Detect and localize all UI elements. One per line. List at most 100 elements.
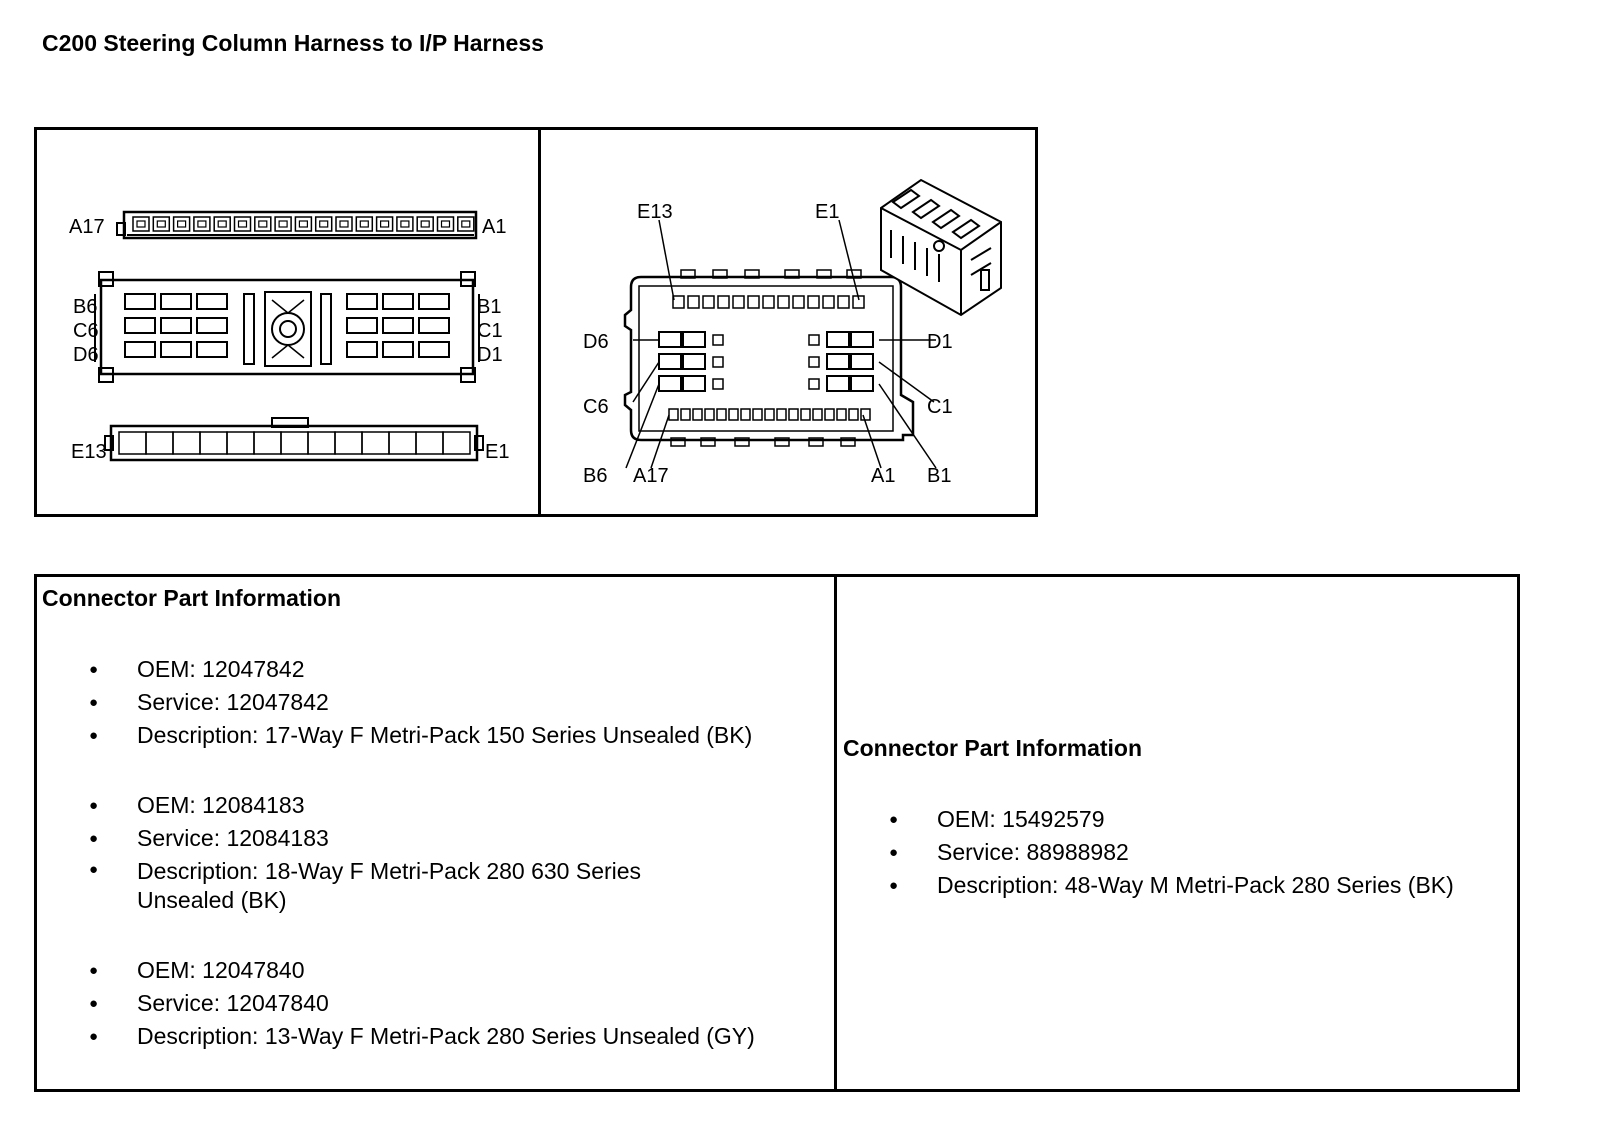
pin-cavity: [824, 408, 835, 421]
pin-cavity: [668, 408, 679, 421]
pin-cavity: [152, 216, 171, 232]
pin-cavity: [132, 216, 150, 232]
label-d1: D1: [927, 331, 953, 353]
label-e1: E1: [485, 441, 509, 463]
label-b6: B6: [583, 465, 607, 487]
pin-cavity: [416, 216, 434, 232]
pin-terminal: [278, 220, 288, 228]
pin-cavity: [160, 317, 192, 334]
label-a1: A1: [482, 216, 506, 238]
pin-cavity: [233, 216, 252, 232]
pin-cavity: [196, 341, 228, 358]
terminal-cell: [415, 431, 444, 455]
pin-cavity: [658, 331, 682, 348]
right-info-heading: Connector Part Information: [843, 735, 1143, 761]
pin-terminal: [237, 220, 248, 228]
pin-terminal: [440, 220, 451, 228]
pin-cavity: [792, 295, 805, 309]
terminal-cell: [280, 431, 309, 455]
pin-cavity: [680, 408, 691, 421]
label-c6: C6: [73, 320, 99, 342]
oem-number: OEM: 15492579: [837, 803, 1454, 836]
small-cavity: [808, 334, 820, 346]
pin-cavity: [807, 295, 820, 309]
diagram-divider: [538, 130, 541, 514]
part-description: Description: 18-Way F Metri-Pack 280 630…: [37, 855, 697, 917]
pin-terminal: [177, 220, 187, 228]
small-cavity: [712, 378, 724, 390]
pin-cavity: [728, 408, 739, 421]
pin-cavity: [682, 353, 706, 370]
pin-cavity: [682, 375, 706, 392]
pin-cavity: [850, 331, 874, 348]
pin-cavity: [732, 295, 745, 309]
connector-diagram-frame: A17 A1 B6 C6 D6 B1 C1 D1: [34, 127, 1038, 517]
terminal-cell: [361, 431, 390, 455]
service-number: Service: 88988982: [837, 836, 1454, 869]
pin-cavity: [672, 295, 685, 309]
pin-cavity: [777, 295, 790, 309]
latch-bump: [744, 269, 760, 279]
pin-cavity: [196, 317, 228, 334]
connector-48-way-body: [623, 269, 915, 447]
pin-cavity: [812, 408, 823, 421]
pin-cavity: [355, 216, 374, 232]
pin-cavity: [172, 216, 191, 232]
oem-number: OEM: 12047842: [37, 653, 755, 686]
pin-cavity: [160, 293, 192, 310]
connector-17-way: [116, 210, 478, 240]
terminal-cell: [199, 431, 228, 455]
service-number: Service: 12047842: [37, 686, 755, 719]
label-e13: E13: [71, 441, 107, 463]
pin-cavity: [124, 293, 156, 310]
pin-cavity: [848, 408, 859, 421]
latch-bump: [774, 437, 790, 447]
label-b1: B1: [927, 465, 951, 487]
right-part-list: OEM: 15492579 Service: 88988982 Descript…: [837, 803, 1454, 939]
pin-cavity: [740, 408, 751, 421]
pin-cavity: [800, 408, 811, 421]
label-a17: A17: [633, 465, 669, 487]
pin-cavity: [658, 375, 682, 392]
pin-cavity: [860, 408, 871, 421]
latch-bump: [816, 269, 832, 279]
pin-cavity: [658, 353, 682, 370]
latch-bump: [840, 437, 856, 447]
pin-cavity: [193, 216, 211, 232]
latch-bump: [734, 437, 750, 447]
page-title: C200 Steering Column Harness to I/P Harn…: [42, 30, 544, 56]
pin-cavity: [704, 408, 715, 421]
pin-cavity: [382, 293, 414, 310]
pin-terminal: [217, 220, 227, 228]
part-group-13-way: OEM: 12047840 Service: 12047840 Descript…: [37, 954, 755, 1053]
pin-terminal: [136, 220, 146, 228]
pin-cavity: [346, 293, 378, 310]
pin-cavity: [382, 317, 414, 334]
pin-cavity: [692, 408, 703, 421]
pin-terminal: [461, 220, 471, 228]
pin-terminal: [339, 220, 349, 228]
pin-cavity: [382, 341, 414, 358]
label-e13: E13: [637, 201, 673, 223]
latch-bump: [700, 437, 716, 447]
label-c1: C1: [927, 396, 953, 418]
pin-cavity: [213, 216, 231, 232]
pin-cavity: [687, 295, 700, 309]
pin-cavity: [826, 353, 850, 370]
pin-cavity: [335, 216, 353, 232]
terminal-cell: [307, 431, 336, 455]
pin-cavity: [826, 331, 850, 348]
pin-cavity: [294, 216, 313, 232]
pin-cavity: [776, 408, 787, 421]
latch-bump: [784, 269, 800, 279]
terminal-cell: [442, 431, 471, 455]
left-part-list: OEM: 12047842 Service: 12047842 Descript…: [37, 653, 755, 1090]
pin-cavity: [418, 341, 450, 358]
terminal-cell: [145, 431, 174, 455]
pin-cavity: [752, 408, 763, 421]
latch-bump: [712, 269, 728, 279]
pin-cavity: [822, 295, 835, 309]
pin-cavity: [836, 408, 847, 421]
label-a17: A17: [69, 216, 105, 238]
connector-part-info-table: Connector Part Information OEM: 12047842…: [34, 574, 1520, 1092]
